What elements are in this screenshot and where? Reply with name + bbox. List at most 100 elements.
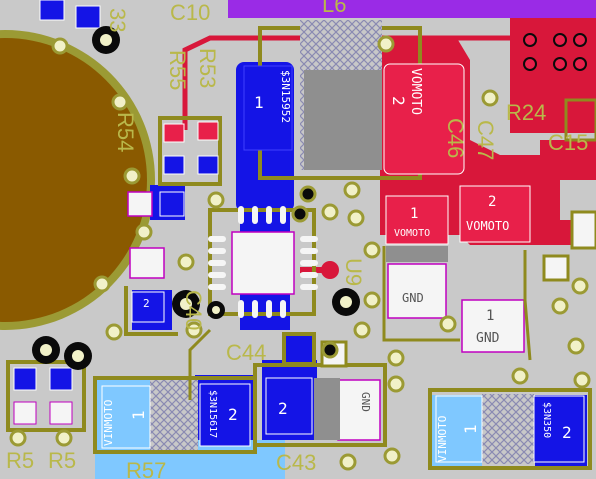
- designator-r24: R24: [506, 100, 546, 125]
- l6-pad-2[interactable]: [383, 63, 465, 175]
- c44-pad[interactable]: [282, 332, 316, 366]
- ic-pin[interactable]: [300, 248, 318, 254]
- via: [481, 89, 499, 107]
- via: [523, 33, 537, 47]
- gnd-pad-b-number: 1: [486, 308, 494, 324]
- right-resistor-body: [482, 394, 534, 464]
- right-resistor-pad-1[interactable]: [435, 395, 483, 463]
- c46-pad1-net: VOMOTO: [394, 228, 430, 239]
- via: [377, 35, 395, 53]
- via: [51, 37, 69, 55]
- ic-pin[interactable]: [208, 272, 226, 278]
- ic-pin[interactable]: [266, 300, 272, 318]
- r57-pad2-number: 2: [228, 405, 238, 424]
- silk-line-c: [523, 250, 532, 361]
- r53-pad-b[interactable]: [197, 121, 219, 141]
- gnd-pad-a[interactable]: [387, 263, 447, 319]
- via: [573, 57, 587, 71]
- top-via-fb: [321, 261, 339, 279]
- ic-pin[interactable]: [252, 300, 258, 318]
- via: [321, 203, 339, 221]
- r5a-pad-b[interactable]: [13, 401, 37, 425]
- designator-c15: C15: [548, 130, 588, 155]
- r54-pad-b[interactable]: [159, 191, 185, 217]
- silk-line-a: [188, 328, 212, 400]
- r5b-pad-b[interactable]: [49, 401, 73, 425]
- keepout-region: [228, 0, 596, 18]
- ic-pin[interactable]: [300, 284, 318, 290]
- right-pad1-number: 1: [461, 424, 480, 434]
- gnd-pad-a-label: GND: [402, 291, 424, 305]
- designator-c40: C40: [181, 290, 206, 330]
- right-resistor-pad-2[interactable]: [533, 395, 585, 463]
- ic-pin[interactable]: [208, 284, 226, 290]
- via: [347, 209, 365, 227]
- ic-pin[interactable]: [208, 260, 226, 266]
- right-pad2-net: $3N350: [541, 402, 552, 438]
- r53-outline: [158, 116, 222, 186]
- r57-pad1-number: 1: [129, 410, 148, 420]
- via: [387, 349, 405, 367]
- gnd-pad-b[interactable]: [461, 299, 525, 353]
- c43-outline: [253, 363, 387, 447]
- r33-pad-a[interactable]: [39, 0, 65, 21]
- designator-c46: C46: [443, 118, 468, 158]
- ic-pin[interactable]: [208, 248, 226, 254]
- ic-pin[interactable]: [300, 260, 318, 266]
- via: [523, 57, 537, 71]
- c43-body: [314, 378, 340, 440]
- via: [135, 223, 153, 241]
- c46-pad-1[interactable]: [385, 195, 449, 245]
- ic-pin[interactable]: [280, 206, 286, 224]
- via: [55, 429, 73, 447]
- ic-pin[interactable]: [208, 236, 226, 242]
- r53-pad-a[interactable]: [163, 123, 185, 143]
- ic-pin[interactable]: [280, 300, 286, 318]
- ic-pin[interactable]: [238, 206, 244, 224]
- ic-pin[interactable]: [252, 206, 258, 224]
- via: [105, 323, 123, 341]
- r33-pad-b[interactable]: [75, 5, 101, 29]
- small-pad-number: 2: [143, 297, 150, 310]
- right-pad1-net: VINMOTO: [436, 416, 449, 462]
- top-copper-pour-c15: [540, 140, 596, 180]
- c15-pad-b[interactable]: [570, 210, 596, 250]
- via: [299, 185, 317, 203]
- gnd-pad-c[interactable]: [337, 379, 381, 441]
- gnd-pad-c-label: GND: [359, 392, 372, 412]
- c47-pad-2[interactable]: [459, 185, 531, 243]
- ic-pin[interactable]: [300, 236, 318, 242]
- r54-pad-a[interactable]: [127, 191, 153, 217]
- r57-pad-2[interactable]: [199, 383, 251, 447]
- l6-pad1-number: 1: [254, 93, 264, 112]
- l6-pad2-number: 2: [389, 96, 408, 106]
- l6-body: [304, 70, 382, 170]
- r5b-pad-a[interactable]: [49, 367, 73, 391]
- r55-pad-a[interactable]: [163, 155, 185, 175]
- via: [363, 291, 381, 309]
- left-white-pad[interactable]: [129, 247, 165, 279]
- via: [383, 447, 401, 465]
- r55-pad-b[interactable]: [197, 155, 219, 175]
- r24-outline: [564, 98, 596, 142]
- r57-pad-1[interactable]: [101, 385, 151, 449]
- c47-pad2-net: VOMOTO: [466, 219, 509, 233]
- vias: [9, 33, 591, 471]
- via: [321, 341, 339, 359]
- c15-pad[interactable]: [542, 254, 570, 282]
- c46-body: [386, 246, 448, 262]
- via: [291, 205, 309, 223]
- l6-pad1-net: $3N15952: [279, 70, 292, 123]
- l6-pad2-net: VOMOTO: [408, 68, 423, 115]
- right-pad2-number: 2: [562, 423, 572, 442]
- l6-pad-1[interactable]: [243, 65, 293, 151]
- r5a-pad-a[interactable]: [13, 367, 37, 391]
- c43-pad-2[interactable]: [265, 377, 313, 435]
- ic-pin[interactable]: [266, 206, 272, 224]
- through-hole-drill: [180, 298, 192, 310]
- ic-pin[interactable]: [300, 272, 318, 278]
- ic-thermal-pad[interactable]: [231, 231, 295, 295]
- ic-pin[interactable]: [238, 300, 244, 318]
- small-pad-2[interactable]: [131, 291, 165, 323]
